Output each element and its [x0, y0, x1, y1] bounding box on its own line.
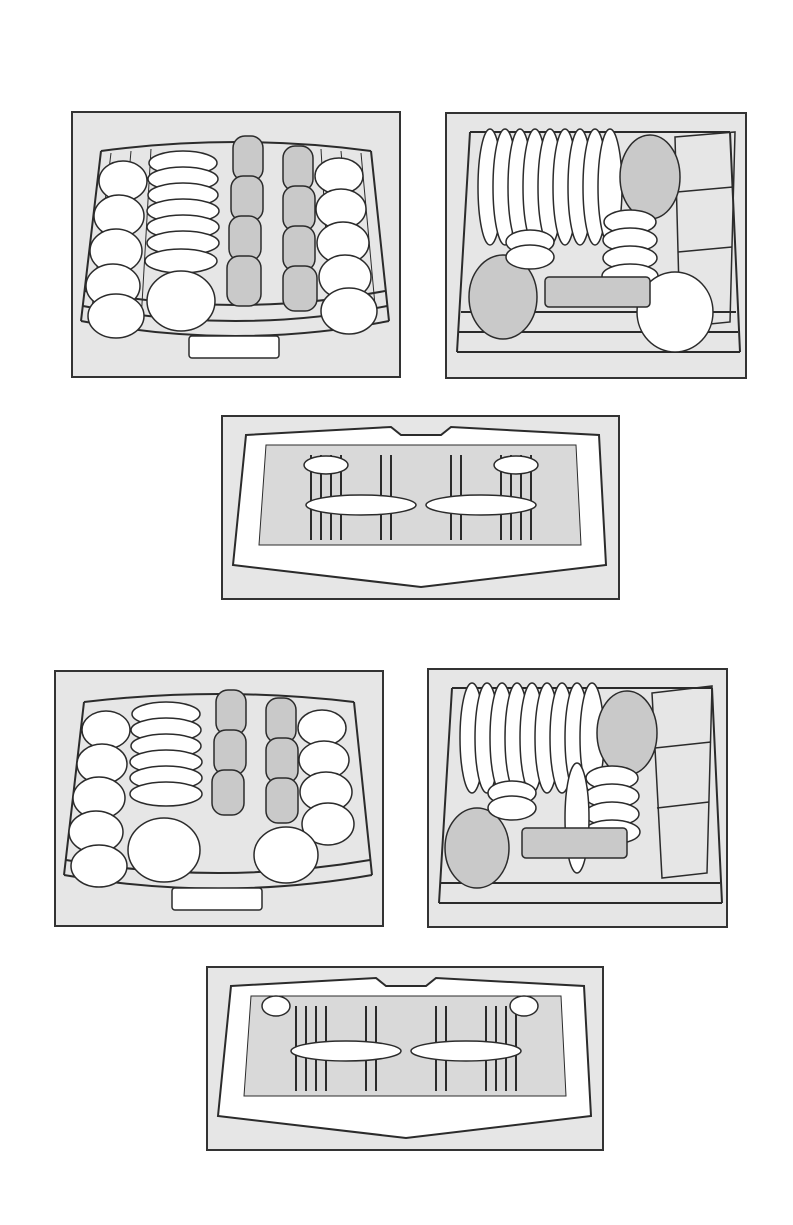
- lower-rack-illustration-2: [427, 668, 728, 928]
- upper-rack-2-svg: [54, 670, 384, 927]
- rack-handle: [172, 888, 262, 910]
- dish-tray: [522, 828, 627, 858]
- lower-rack-1-svg: [445, 112, 747, 379]
- saucers: [128, 702, 202, 882]
- dish-tray: [545, 277, 650, 307]
- cutlery-tray-illustration-1: [221, 415, 620, 600]
- saucers: [145, 151, 219, 331]
- cutlery-tray-illustration-2: [206, 966, 604, 1151]
- lower-rack-2-svg: [427, 668, 728, 928]
- upper-rack-illustration-1: [71, 111, 401, 378]
- plates-back-row: [478, 129, 622, 245]
- upper-rack-1-svg: [71, 111, 401, 378]
- lower-rack-illustration-1: [445, 112, 747, 379]
- upper-rack-illustration-2: [54, 670, 384, 927]
- cutlery-tray-1-svg: [221, 415, 620, 600]
- cutlery-tray-2-svg: [206, 966, 604, 1151]
- rack-handle: [189, 336, 279, 358]
